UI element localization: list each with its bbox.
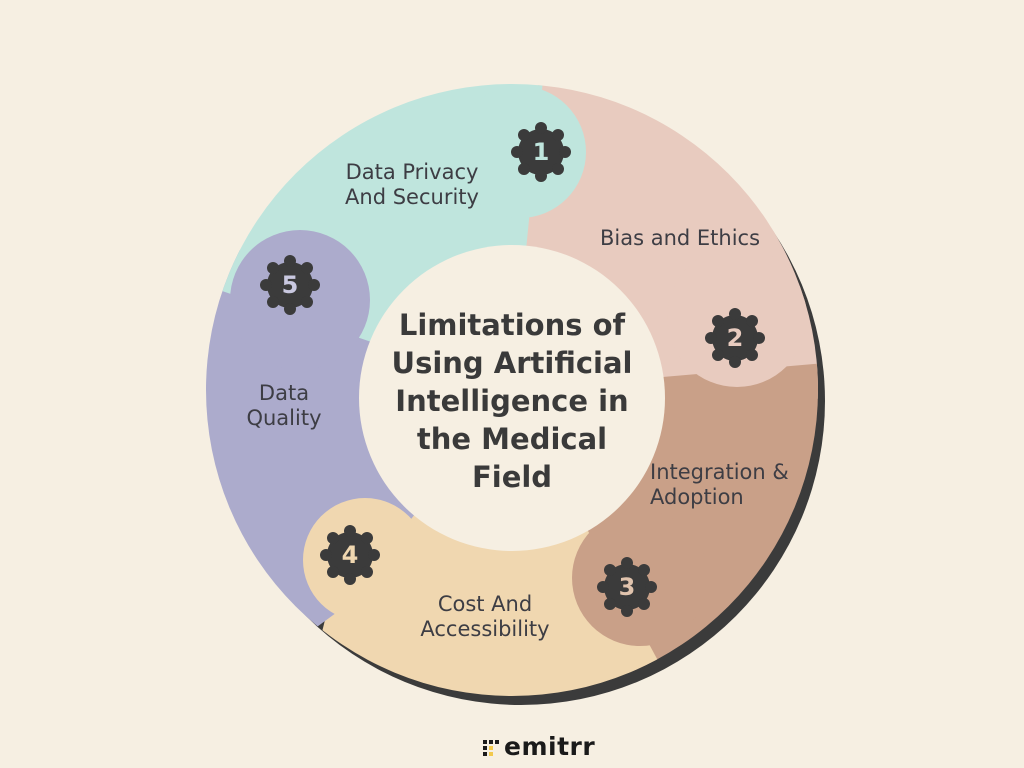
badge-3-number: 3: [618, 573, 636, 601]
brand-name: emitrr: [504, 732, 596, 761]
emitrr-logo-icon: [483, 739, 499, 756]
segment-2-label: Bias and Ethics: [580, 226, 780, 251]
badge-2-number: 2: [726, 324, 744, 352]
segment-3-label-line-1: Integration &: [650, 460, 789, 484]
segment-2-label-line-1: Bias and Ethics: [599, 226, 761, 250]
segment-5-label-line-2: Quality: [246, 406, 322, 430]
segment-1-label: Data Privacy And Security: [322, 160, 502, 210]
segment-3-label-line-2: Adoption: [650, 485, 744, 509]
title-line-3: Intelligence in: [395, 384, 629, 418]
badge-4-number: 4: [341, 541, 359, 569]
segment-3-label: Integration & Adoption: [650, 460, 810, 510]
badge-3-icon: [597, 557, 657, 617]
badge-4-icon: [320, 525, 380, 585]
badge-1-icon: [511, 122, 571, 182]
title-line-4: the Medical: [416, 422, 608, 456]
badge-1-number: 1: [532, 138, 550, 166]
segment-1-label-line-2: And Security: [345, 185, 479, 209]
segment-5-label: Data Quality: [224, 381, 344, 431]
segment-4-label-line-1: Cost And: [437, 592, 533, 616]
badge-2-icon: [705, 308, 765, 368]
segment-4-label-line-2: Accessibility: [420, 617, 550, 641]
segment-5-label-line-1: Data: [258, 381, 310, 405]
segment-4-shape: [300, 390, 690, 696]
center-circle: [359, 245, 665, 551]
segment-4-label: Cost And Accessibility: [400, 592, 570, 642]
title-line-5: Field: [471, 460, 553, 494]
badge-5-number: 5: [281, 271, 299, 299]
segment-1-label-line-1: Data Privacy: [345, 160, 479, 184]
title-line-2: Using Artificial: [391, 346, 633, 380]
center-title: Limitations of Using Artificial Intellig…: [372, 306, 652, 496]
badge-5-icon: [260, 255, 320, 315]
brand-logo: emitrr: [482, 732, 595, 761]
title-line-1: Limitations of: [398, 308, 626, 342]
